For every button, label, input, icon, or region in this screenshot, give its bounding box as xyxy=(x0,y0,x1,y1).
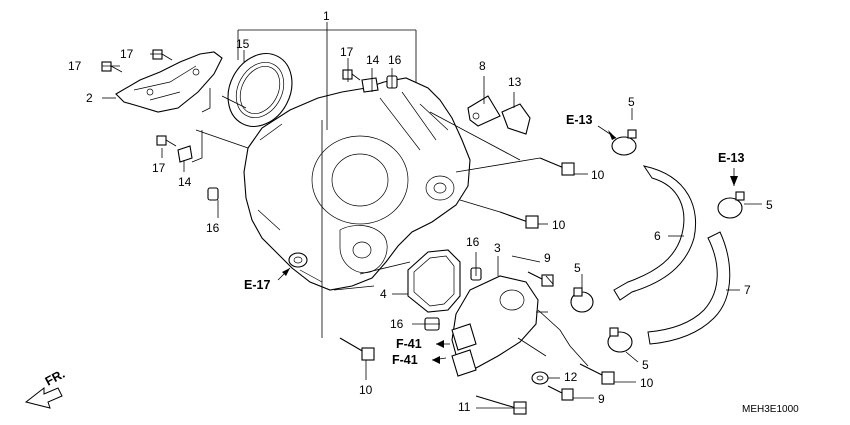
ref-e13-left: E-13 xyxy=(566,113,592,127)
hose-6 xyxy=(613,165,697,301)
bolt-17-a xyxy=(101,61,123,73)
clip-14-b xyxy=(177,145,193,163)
callout-16a: 16 xyxy=(388,53,402,67)
callout-17c: 17 xyxy=(152,161,166,175)
ref-e13-right: E-13 xyxy=(718,151,744,165)
callout-6: 6 xyxy=(654,229,661,243)
bolt-10-c xyxy=(339,337,375,361)
callout-17d: 17 xyxy=(340,45,354,59)
leader-lines xyxy=(102,22,762,409)
hose-clamp-5-d xyxy=(607,327,633,353)
callout-10a: 10 xyxy=(591,168,605,182)
ref-e17: E-17 xyxy=(244,278,270,292)
hose-clamp-5-b xyxy=(717,191,745,219)
hose-7 xyxy=(647,231,731,345)
pump-housing-3 xyxy=(451,275,548,377)
callout-7: 7 xyxy=(744,283,751,297)
bolt-9-b xyxy=(547,385,574,401)
washer-12 xyxy=(531,371,549,385)
callout-5c: 5 xyxy=(574,261,581,275)
diagram-code: MEH3E1000 xyxy=(742,404,799,415)
bolt-11 xyxy=(475,395,527,415)
bolt-10-a xyxy=(539,157,575,176)
bolt-9-a xyxy=(527,271,554,287)
callout-10b: 10 xyxy=(552,218,566,232)
ref-f41-top: F-41 xyxy=(396,337,422,351)
callout-10d: 10 xyxy=(640,376,654,390)
callout-16d: 16 xyxy=(390,317,404,331)
front-direction-label: FR. xyxy=(43,367,67,389)
callout-10c: 10 xyxy=(359,383,373,397)
gasket-4 xyxy=(407,249,461,313)
callout-12: 12 xyxy=(564,370,578,384)
callout-16c: 16 xyxy=(466,235,480,249)
bolt-10-d xyxy=(579,363,615,385)
callout-9a: 9 xyxy=(544,251,551,265)
hose-clamp-5-a xyxy=(611,129,637,156)
callout-5a: 5 xyxy=(628,95,635,109)
callout-11: 11 xyxy=(458,400,471,414)
clip-14-a xyxy=(361,77,379,93)
oil-seal xyxy=(227,53,293,127)
dowel-16-b xyxy=(207,187,219,201)
callout-16b: 16 xyxy=(206,221,220,235)
clamp-holder-13 xyxy=(501,103,531,135)
callout-14b: 14 xyxy=(178,175,192,189)
bracket-8 xyxy=(467,95,501,127)
callout-5b: 5 xyxy=(766,198,773,212)
callout-14a: 14 xyxy=(366,53,380,67)
crankcase-cover xyxy=(243,77,471,291)
callout-17b: 17 xyxy=(120,47,134,61)
hose-clamp-5-c xyxy=(570,287,594,313)
callout-13: 13 xyxy=(508,75,522,89)
bolt-17-c xyxy=(156,135,177,147)
cover-guard xyxy=(115,51,223,113)
callout-3: 3 xyxy=(494,241,501,255)
ref-f41-bottom: F-41 xyxy=(392,353,418,367)
callout-4: 4 xyxy=(380,287,387,301)
callout-1: 1 xyxy=(323,9,330,23)
callout-5d: 5 xyxy=(642,358,649,372)
callout-9b: 9 xyxy=(598,392,605,406)
callout-2: 2 xyxy=(86,91,93,105)
callout-labels: 1 2 3 4 5 5 5 5 6 7 8 9 9 10 10 10 10 11… xyxy=(68,9,773,414)
callout-8: 8 xyxy=(479,59,486,73)
reference-arrows xyxy=(24,125,738,409)
bolt-17-b xyxy=(152,49,173,61)
bolt-10-b xyxy=(499,211,539,229)
callout-17a: 17 xyxy=(68,59,82,73)
callout-15: 15 xyxy=(236,37,250,51)
reference-labels: E-13 E-13 E-17 F-41 F-41 FR. MEH3E1000 xyxy=(43,113,799,415)
bolt-17-d xyxy=(342,69,361,81)
